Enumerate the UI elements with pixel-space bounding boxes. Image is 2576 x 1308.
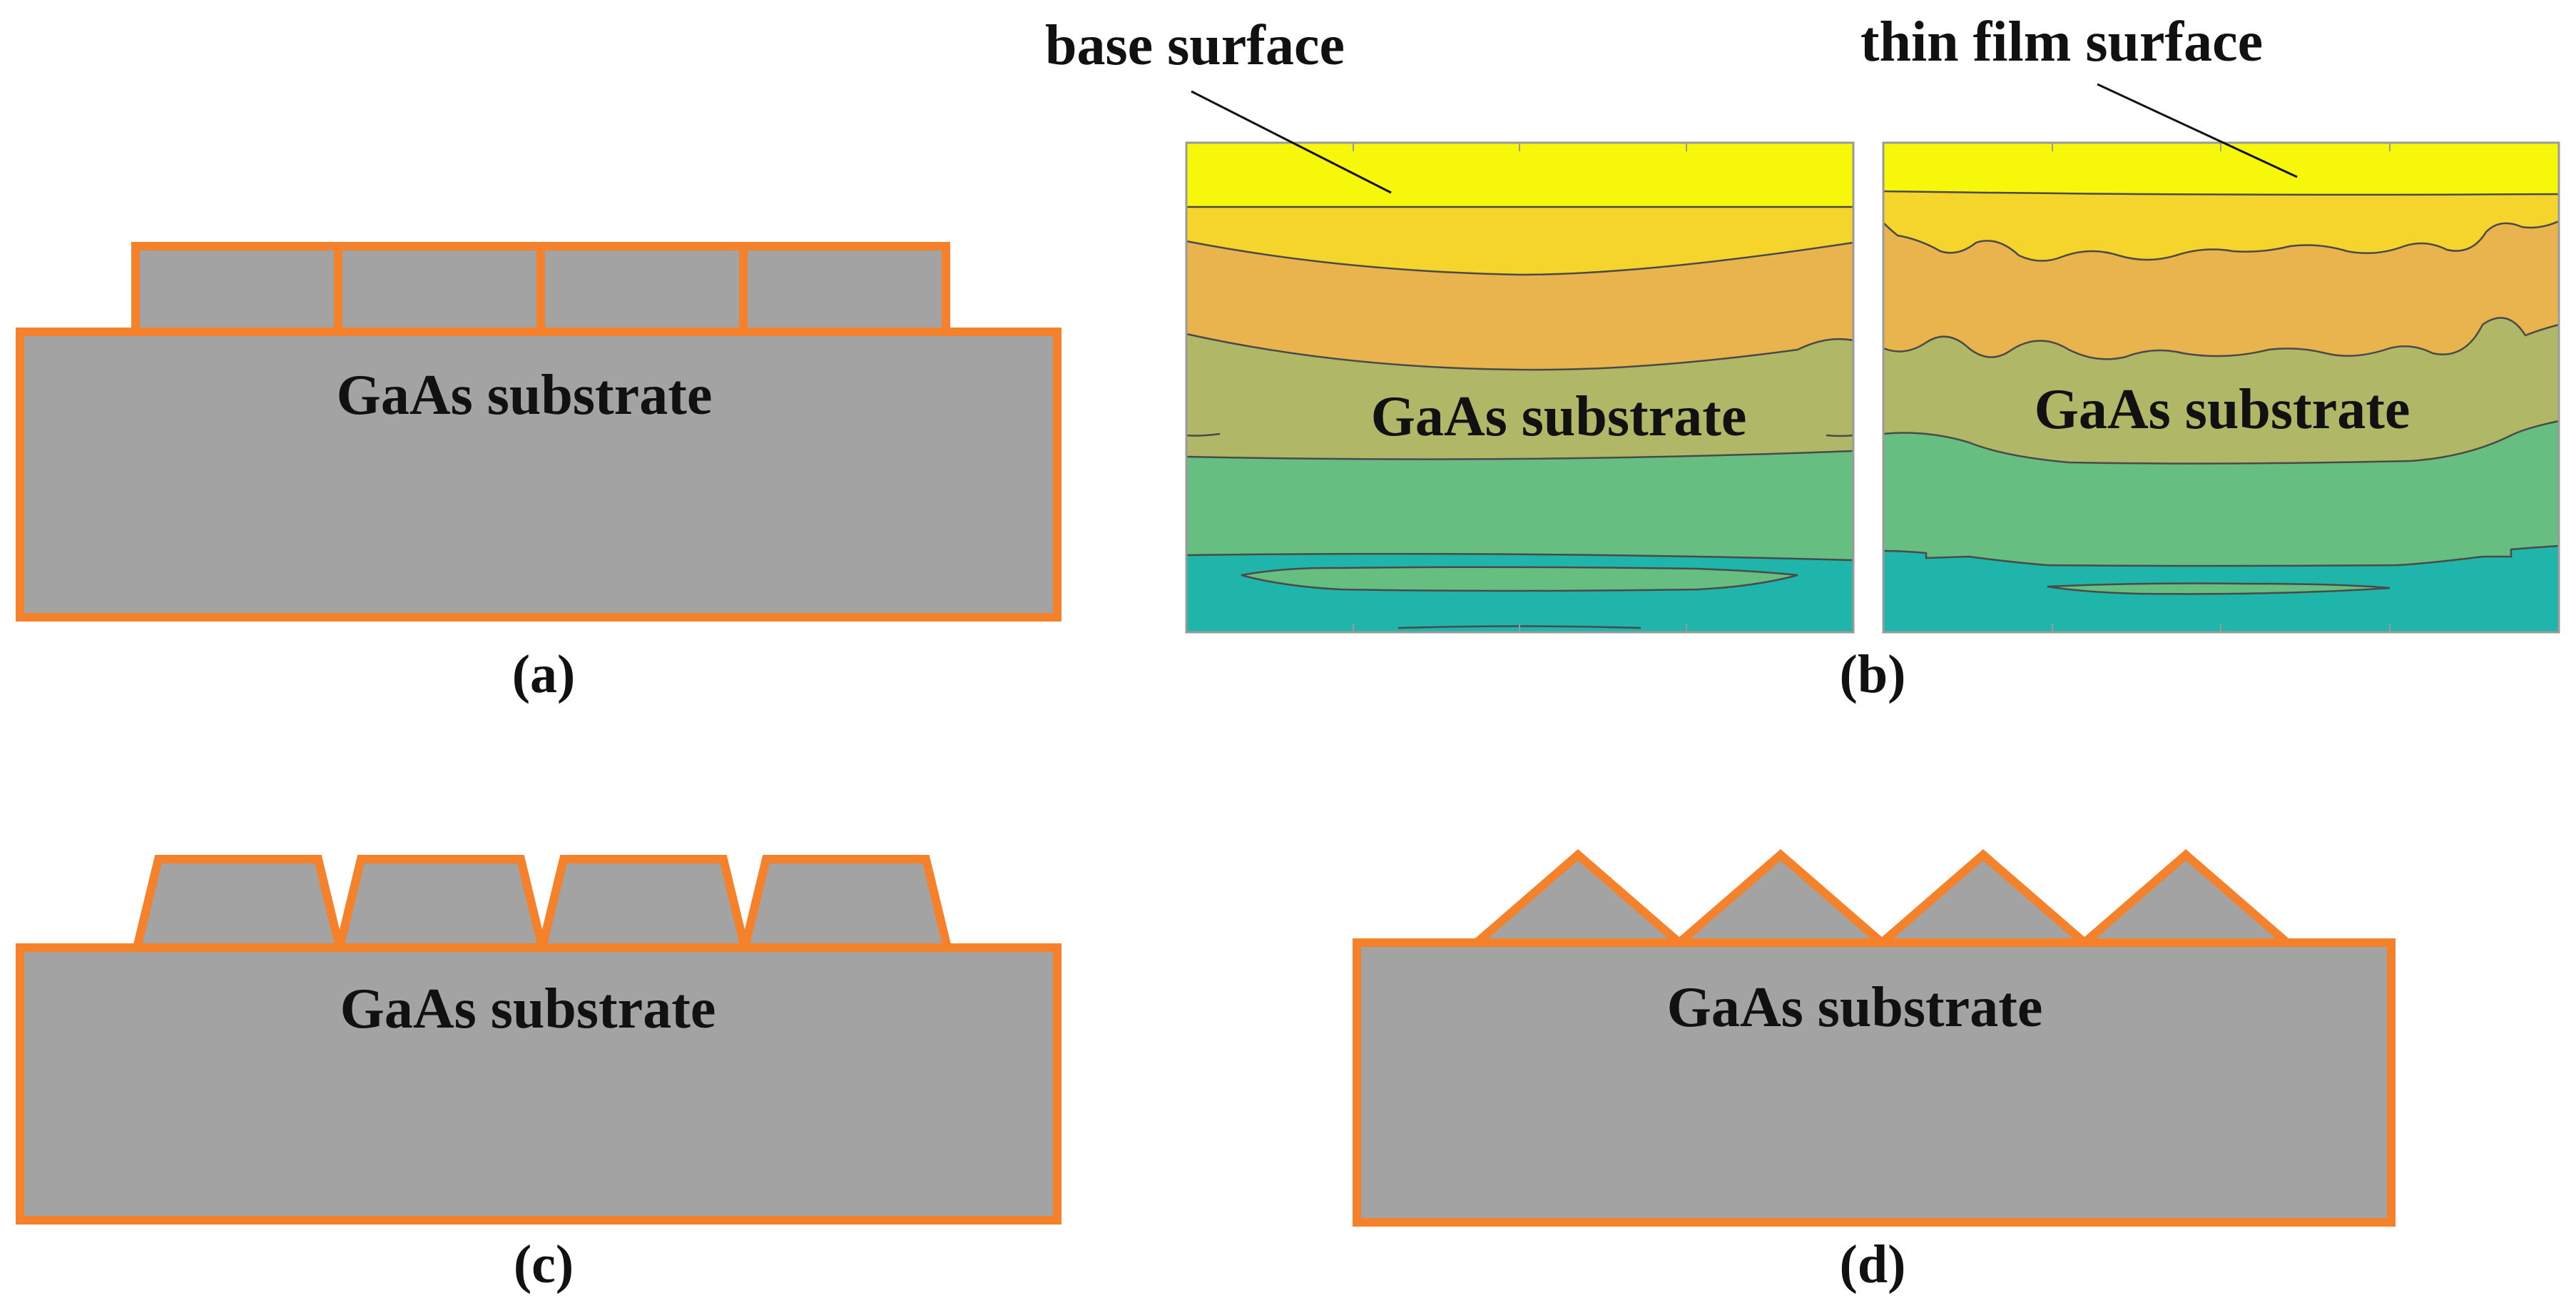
rect-structure (536, 242, 748, 336)
rect-structure (739, 242, 950, 336)
contour-plot-right (1882, 141, 2560, 634)
panel-c (16, 855, 1062, 1225)
panel-d (1353, 849, 2396, 1227)
rect-structure (131, 242, 342, 336)
panel-b: base surface thin film surface GaAs subs… (1045, 11, 2560, 704)
triangle-structure (1870, 849, 2097, 947)
substrate-label: GaAs substrate (340, 978, 716, 1040)
leader-line (2097, 83, 2298, 178)
substrate-label: GaAs substrate (1371, 385, 1747, 448)
trapezoid-structure (536, 855, 750, 952)
annotation-base-surface: base surface (1045, 14, 1345, 77)
annotation-thin-film-surface: thin film surface (1860, 11, 2263, 73)
contour-plot-left (1185, 141, 1855, 634)
rect-structure (334, 242, 545, 336)
triangle-structure (2072, 849, 2299, 947)
substrate-label: GaAs substrate (2035, 378, 2410, 441)
substrate-label: GaAs substrate (1667, 976, 2043, 1039)
panel-caption: (a) (512, 644, 576, 704)
substrate-block (16, 943, 1062, 1225)
panel-caption: (d) (1840, 1235, 1906, 1294)
leader-line (1191, 90, 1392, 194)
panel-caption: (c) (514, 1235, 574, 1294)
trapezoid-structure (739, 855, 953, 952)
trapezoid-structure (334, 855, 548, 952)
substrate-block (16, 328, 1062, 622)
panel-caption: (b) (1840, 644, 1906, 704)
triangle-structure (1465, 849, 1691, 947)
substrate-block (1353, 938, 2396, 1227)
triangle-structure (1667, 849, 1894, 947)
substrate-label: GaAs substrate (337, 364, 713, 427)
trapezoid-structure (131, 855, 345, 952)
panel-a (16, 242, 1062, 622)
